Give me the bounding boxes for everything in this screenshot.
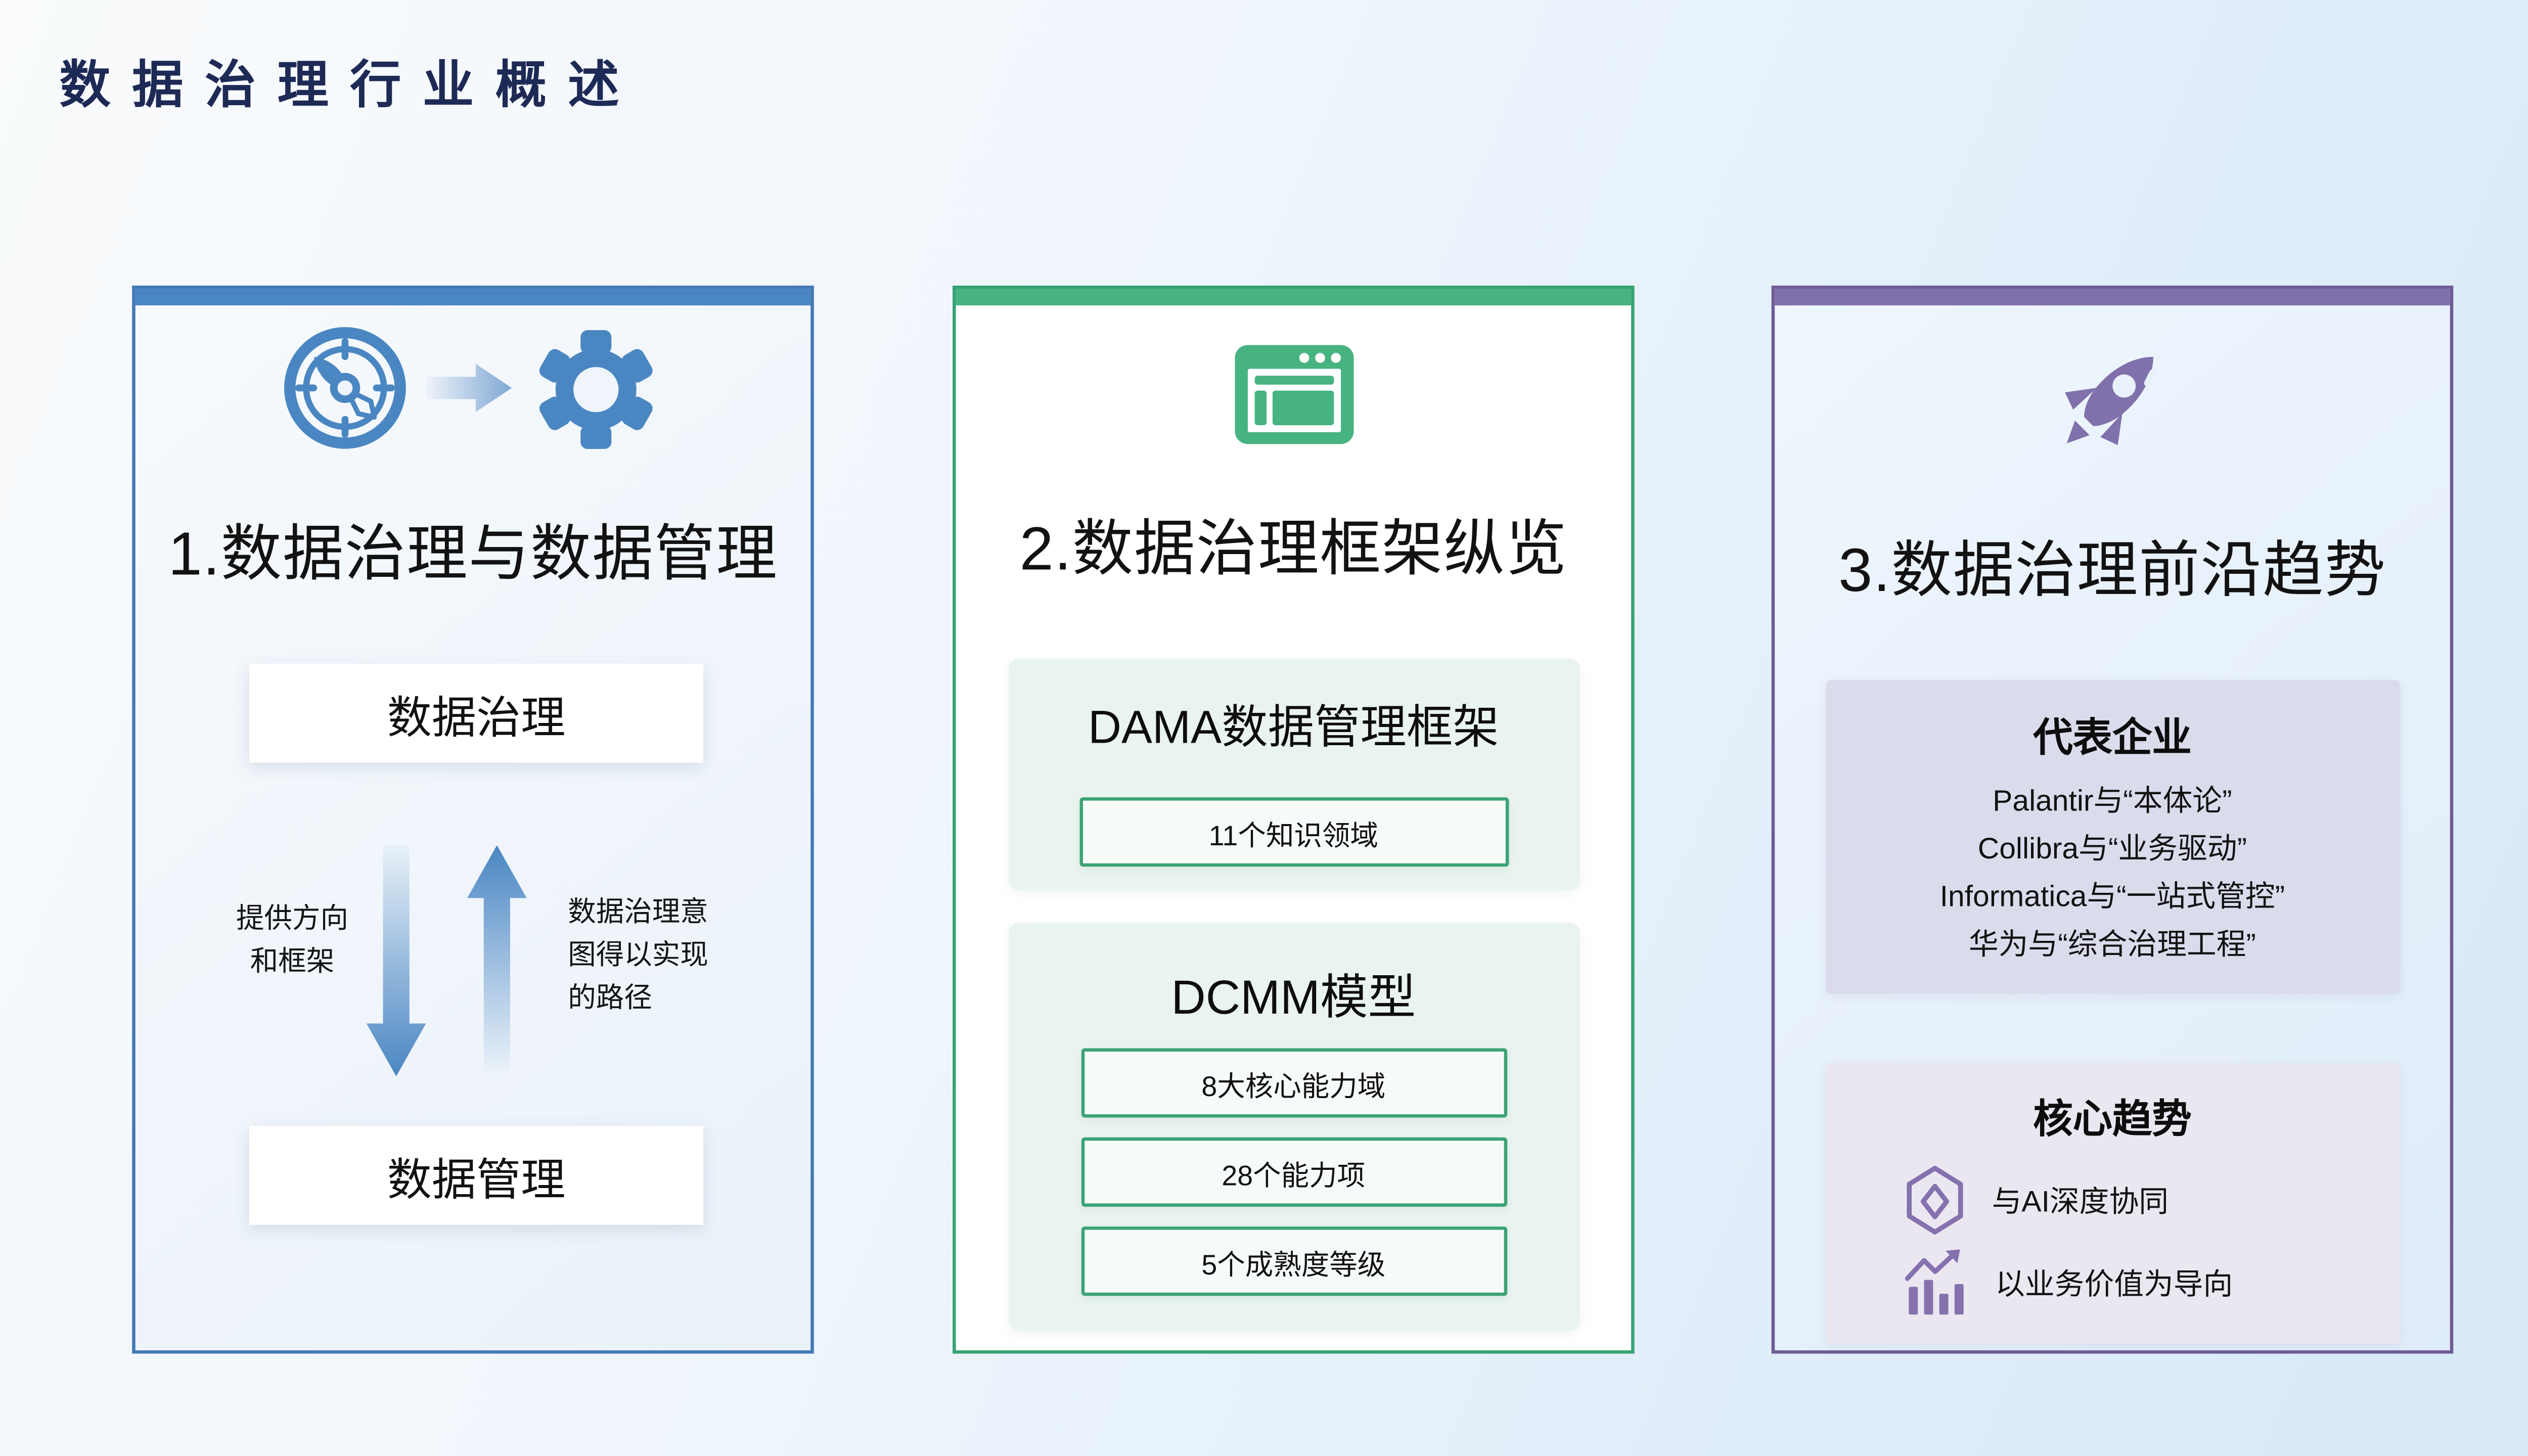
card-accent-bar xyxy=(1775,289,2450,306)
companies-heading: 代表企业 xyxy=(2033,716,2192,761)
bar-chart-icon xyxy=(1904,1249,1963,1315)
card-accent-bar xyxy=(135,289,811,306)
company-item: Palantir与“本体论” xyxy=(1993,784,2232,817)
dama-knowledge-areas-box: 11个知识领域 xyxy=(1078,797,1508,867)
compass-icon xyxy=(284,327,406,449)
representative-companies-panel: 代表企业 Palantir与“本体论” Collibra与“业务驱动” Info… xyxy=(1825,680,2400,994)
gem-icon xyxy=(1906,1165,1962,1235)
down-arrow-label: 提供方向 和框架 xyxy=(236,903,348,978)
trend-label: 以业务价值为导向 xyxy=(1995,1267,2233,1301)
core-trends-panel: 核心趋势 与AI深度协同 xyxy=(1825,1063,2400,1344)
card-title: 3.数据治理前沿趋势 xyxy=(1838,536,2386,605)
dcmm-capability-domains-box: 8大核心能力域 xyxy=(1080,1048,1507,1118)
card-frontier-trends: 3.数据治理前沿趋势 代表企业 Palantir与“本体论” Collibra与… xyxy=(1771,285,2454,1354)
data-governance-box: 数据治理 xyxy=(249,663,704,763)
card-title: 1.数据治理与数据管理 xyxy=(168,520,778,588)
rocket-icon xyxy=(2064,356,2155,445)
dcmm-maturity-levels-box: 5个成熟度等级 xyxy=(1080,1226,1507,1296)
dcmm-capability-items-box: 28个能力项 xyxy=(1080,1137,1507,1207)
company-item: Informatica与“一站式管控” xyxy=(1939,880,2285,913)
data-management-box: 数据管理 xyxy=(249,1125,704,1225)
card-accent-bar xyxy=(956,289,1632,306)
up-arrow-icon xyxy=(467,845,527,1076)
card-governance-vs-management: 1.数据治理与数据管理 数据治理 提供方向 和框架 数据治理意 xyxy=(132,285,814,1354)
arrow-right-icon xyxy=(426,363,512,412)
browser-window-icon xyxy=(1234,345,1353,444)
gear-icon xyxy=(539,330,653,449)
dcmm-panel: DCMM模型 8大核心能力域 28个能力项 5个成熟度等级 xyxy=(1008,923,1579,1331)
page-title: 数据治理行业概述 xyxy=(59,56,641,114)
card-title: 2.数据治理框架纵览 xyxy=(1019,515,1568,583)
dama-panel: DAMA数据管理框架 11个知识领域 xyxy=(1008,658,1579,890)
company-item: 华为与“综合治理工程” xyxy=(1968,928,2256,961)
trend-label: 与AI深度协同 xyxy=(1992,1185,2169,1218)
company-list: Palantir与“本体论” Collibra与“业务驱动” Informati… xyxy=(1825,778,2400,969)
down-arrow-icon xyxy=(366,845,426,1076)
dama-heading: DAMA数据管理框架 xyxy=(1088,701,1499,753)
dcmm-heading: DCMM模型 xyxy=(1171,972,1416,1025)
company-item: Collibra与“业务驱动” xyxy=(1977,832,2247,866)
trend-item: 以业务价值为导向 xyxy=(1900,1246,2400,1319)
trends-heading: 核心趋势 xyxy=(2033,1098,2192,1143)
card-framework-overview: 2.数据治理框架纵览 DAMA数据管理框架 11个知识领域 DCMM模型 8大核… xyxy=(953,285,1635,1354)
up-arrow-label: 数据治理意 图得以实现 的路径 xyxy=(568,896,708,1014)
trend-item: 与AI深度协同 xyxy=(1900,1164,2400,1237)
